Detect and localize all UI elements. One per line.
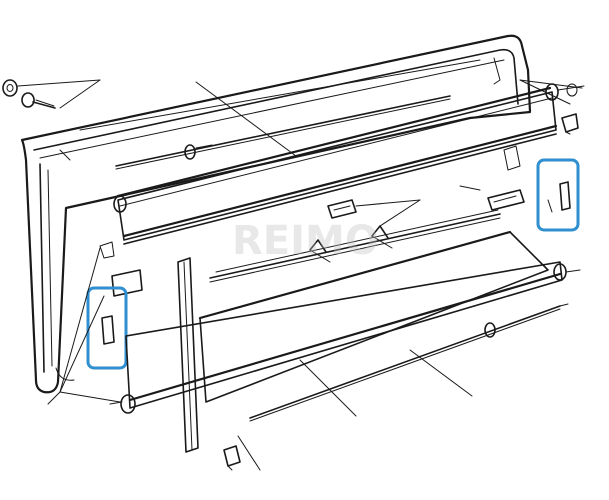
highlight-box-right <box>536 158 580 232</box>
window-frame <box>20 34 532 394</box>
watermark: REIMO <box>232 218 379 264</box>
highlight-box-left <box>86 286 128 370</box>
mesh-roller-blind <box>113 83 585 245</box>
side-bracket-right <box>503 145 571 213</box>
washer <box>2 79 18 97</box>
leader-lines-bottom-left <box>47 247 121 405</box>
top-guide-rod <box>115 95 451 170</box>
side-bracket-left <box>99 241 143 345</box>
slider-handle-left <box>327 199 357 219</box>
vertical-guide-strip <box>177 257 199 453</box>
slider-handle-right <box>487 189 525 211</box>
screw <box>21 92 56 109</box>
corner-clip-top-right <box>561 113 579 135</box>
leader-lines-handles <box>355 185 481 227</box>
leader-lines-diagonal <box>195 81 473 471</box>
bottom-guide-rod <box>249 303 569 422</box>
leader-lines-top-right <box>519 79 583 105</box>
leader-lines-screw <box>17 79 101 109</box>
corner-clip-bottom <box>223 445 241 471</box>
